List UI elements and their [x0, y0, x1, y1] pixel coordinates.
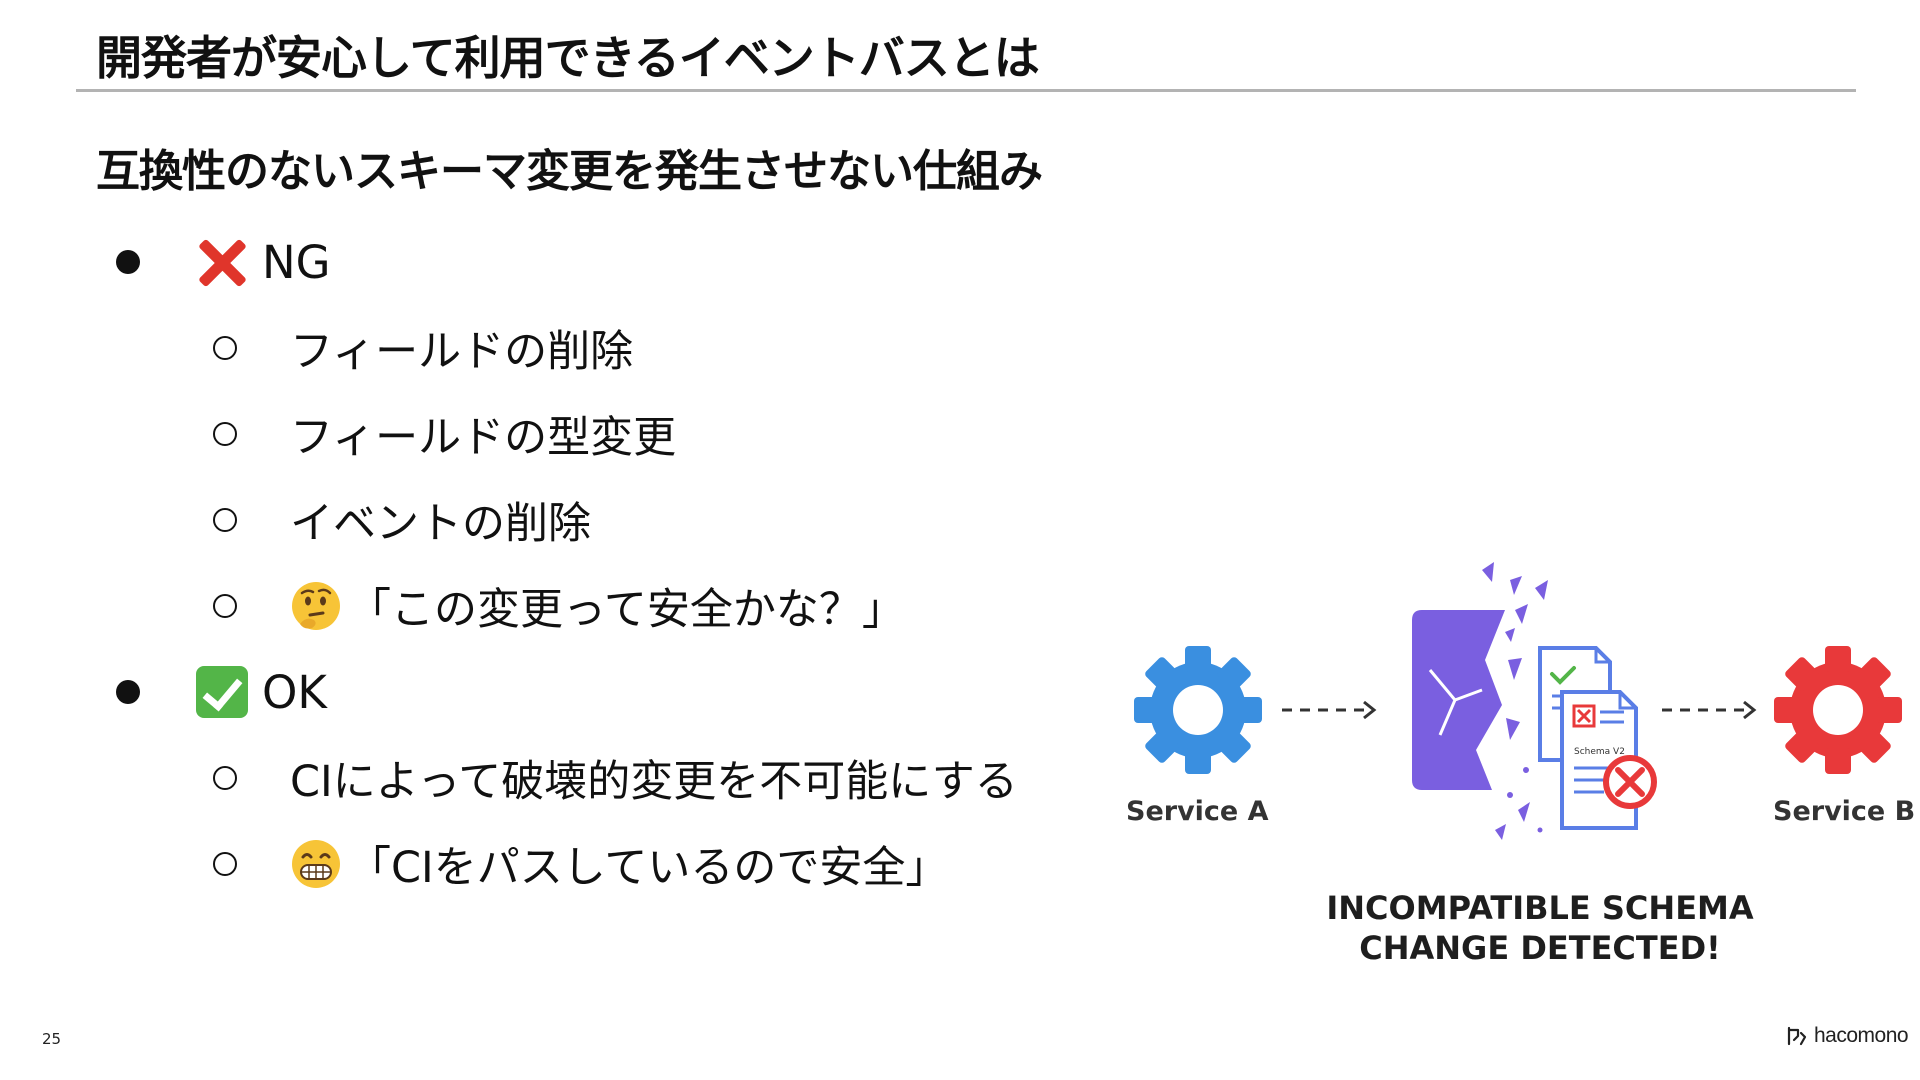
ng-label: NG [196, 232, 331, 292]
bullet-dot [116, 250, 140, 274]
ok-text: OK [262, 665, 327, 719]
cross-mark-icon [196, 236, 248, 288]
bullet-circle [213, 422, 237, 446]
page-number: 25 [42, 1030, 62, 1048]
service-b-label: Service B [1773, 796, 1916, 827]
ng-text: NG [262, 235, 331, 289]
schema-version-label: Schema V2 [1574, 747, 1625, 757]
brand-logo: hacomono [1786, 1024, 1909, 1048]
slide-subtitle: 互換性のないスキーマ変更を発生させない仕組み [96, 146, 1043, 197]
ok-item-text: CIによって破壊的変更を不可能にする [290, 757, 1018, 807]
hacomono-logo-icon [1787, 1026, 1807, 1046]
brand-name: hacomono [1814, 1024, 1909, 1047]
ng-item-with-emoji: 「この変更って安全かな？」 [290, 576, 905, 636]
bullet-circle [213, 508, 237, 532]
ok-item-with-emoji: 「CIをパスしているので安全」 [290, 834, 948, 894]
bullet-circle [213, 594, 237, 618]
error-x-icon [1603, 755, 1657, 809]
service-b-gear-icon [1774, 646, 1902, 774]
bullet-circle [213, 336, 237, 360]
bullet-circle [213, 766, 237, 790]
title-divider [76, 89, 1856, 92]
ng-item-text: フィールドの型変更 [290, 413, 677, 463]
caption-line-2: CHANGE DETECTED! [1359, 929, 1721, 967]
schema-break-diagram: Schema V2 [1134, 562, 1902, 840]
dashed-arrow-left [1282, 700, 1377, 720]
ok-label: OK [196, 662, 327, 722]
grinning-face-icon [292, 840, 340, 888]
ng-item-text: 「この変更って安全かな？」 [348, 585, 905, 635]
thinking-face-icon [292, 582, 340, 630]
service-a-label: Service A [1126, 796, 1269, 827]
diagram-caption: INCOMPATIBLE SCHEMA CHANGE DETECTED! [1240, 888, 1840, 968]
service-a-gear-icon [1134, 646, 1262, 774]
ng-item-text: イベントの削除 [290, 499, 591, 549]
broken-block-icon [1412, 562, 1548, 840]
bullet-list: NG フィールドの削除 フィールドの型変更 イベントの削除 「この変更って安全か… [0, 0, 1100, 1080]
caption-line-1: INCOMPATIBLE SCHEMA [1326, 889, 1754, 927]
bullet-dot [116, 680, 140, 704]
ng-item-text: フィールドの削除 [290, 327, 634, 377]
slide-title: 開発者が安心して利用できるイベントバスとは [96, 31, 1040, 85]
bullet-circle [213, 852, 237, 876]
ok-item-text: 「CIをパスしているので安全」 [348, 843, 949, 893]
check-mark-icon [196, 666, 248, 718]
dashed-arrow-right [1662, 700, 1757, 720]
